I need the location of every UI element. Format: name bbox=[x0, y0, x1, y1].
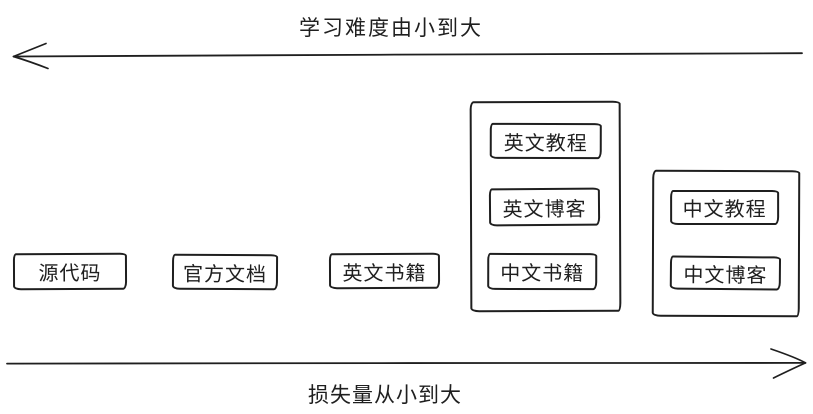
box-source-code-label: 源代码 bbox=[38, 260, 102, 286]
box-english-tutorials: 英文教程 bbox=[489, 122, 602, 160]
top-axis-label: 学习难度由小到大 bbox=[299, 16, 483, 40]
box-english-books-label: 英文书籍 bbox=[342, 260, 427, 285]
group-box-2: 中文教程 中文博客 bbox=[651, 169, 801, 318]
group-box-1: 英文教程 英文博客 中文书籍 bbox=[469, 100, 622, 313]
box-chinese-blogs-label: 中文博客 bbox=[683, 262, 768, 287]
box-source-code: 源代码 bbox=[12, 252, 128, 291]
box-chinese-tutorials-label: 中文教程 bbox=[682, 196, 767, 222]
box-english-blogs: 英文博客 bbox=[488, 187, 601, 227]
left-arrow-icon bbox=[12, 42, 803, 70]
bottom-axis-label: 损失量从小到大 bbox=[308, 383, 462, 407]
box-english-blogs-label: 英文博客 bbox=[502, 196, 587, 221]
box-chinese-books-label: 中文书籍 bbox=[500, 260, 585, 286]
box-chinese-books: 中文书籍 bbox=[487, 252, 598, 291]
box-official-docs-label: 官方文档 bbox=[182, 261, 268, 286]
box-english-tutorials-label: 英文教程 bbox=[503, 130, 588, 155]
right-arrow-icon bbox=[6, 348, 807, 379]
box-chinese-blogs: 中文博客 bbox=[669, 255, 782, 291]
box-english-books: 英文书籍 bbox=[328, 252, 441, 290]
box-chinese-tutorials: 中文教程 bbox=[670, 189, 780, 226]
box-official-docs: 官方文档 bbox=[171, 253, 279, 291]
